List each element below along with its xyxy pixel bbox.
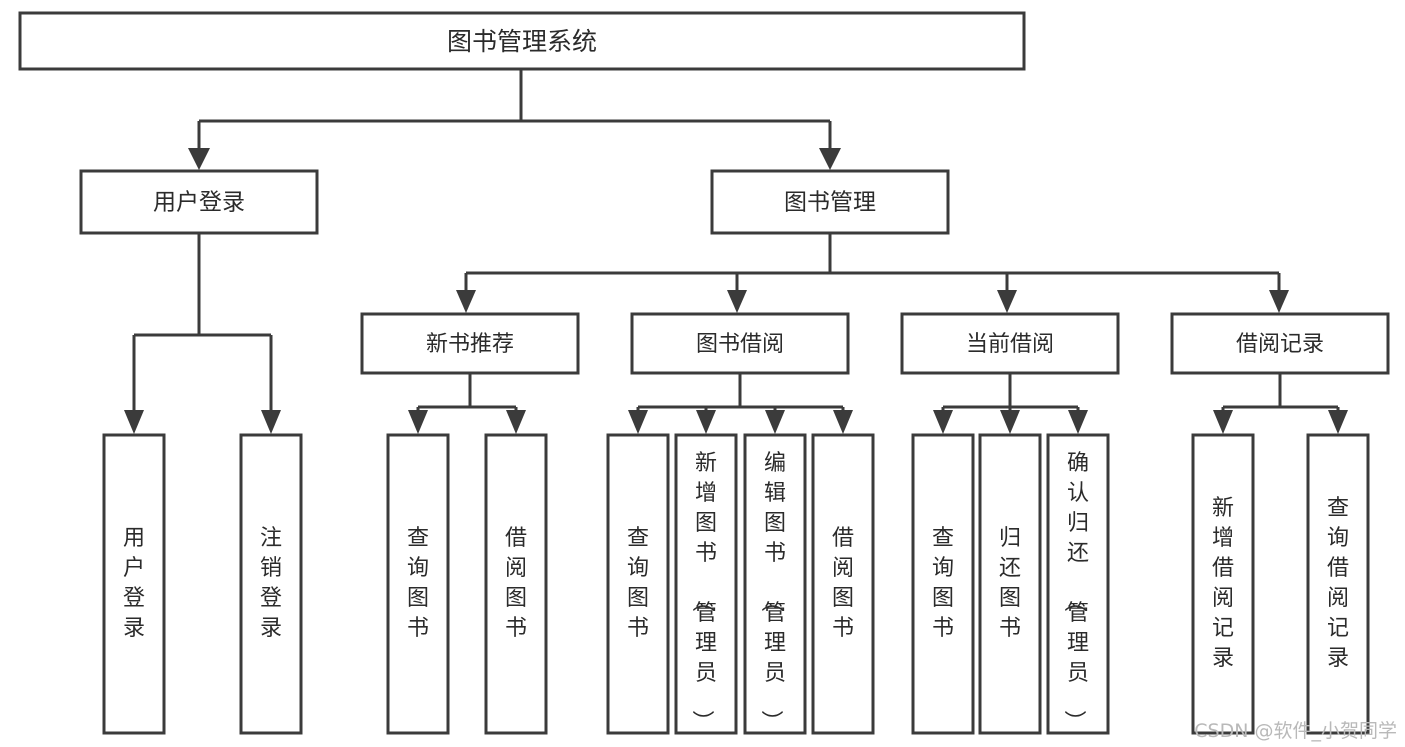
node-book-borrow-label: 图书借阅	[696, 332, 784, 357]
arrow-head-leaf-borrow-book-1	[506, 410, 526, 434]
arrow-head-leaf-return-book	[1000, 410, 1020, 434]
node-leaf-query-book-3-label: 查询图书	[932, 526, 954, 641]
node-new-book-rec-label: 新书推荐	[426, 332, 514, 357]
node-borrow-record[interactable]: 借阅记录	[1170, 312, 1390, 375]
connector-group-current-borrow	[933, 373, 1088, 434]
arrow-head-leaf-confirm-return	[1068, 410, 1088, 434]
connector-group-book-borrow	[628, 373, 853, 434]
node-leaf-add-record-box[interactable]	[1191, 433, 1255, 735]
node-leaf-borrow-book-1[interactable]: 借阅图书	[484, 433, 548, 735]
node-leaf-add-record-label: 新增借阅记录	[1212, 496, 1234, 671]
arrow-head-current-borrow	[997, 290, 1017, 313]
node-leaf-user-login[interactable]: 用户登录	[102, 433, 166, 735]
connector-group-user-login	[124, 233, 281, 434]
node-leaf-add-book-label: 新增图书（管理员）	[689, 451, 717, 732]
node-book-manage[interactable]: 图书管理	[710, 169, 950, 235]
node-book-borrow-box[interactable]	[630, 312, 850, 375]
node-current-borrow-label: 当前借阅	[966, 332, 1054, 357]
node-new-book-rec[interactable]: 新书推荐	[360, 312, 580, 375]
node-leaf-confirm-return[interactable]: 确认归还（管理员）	[1046, 433, 1110, 735]
connector-group-root	[188, 69, 841, 170]
arrow-head-leaf-edit-book	[765, 410, 785, 434]
node-leaf-logout[interactable]: 注销登录	[239, 433, 303, 735]
node-current-borrow-box[interactable]	[900, 312, 1120, 375]
node-new-book-rec-box[interactable]	[360, 312, 580, 375]
arrow-head-leaf-borrow-book-2	[833, 410, 853, 434]
arrow-head-book-borrow	[727, 290, 747, 313]
arrow-head-user-login	[188, 148, 210, 170]
node-leaf-borrow-book-1-box[interactable]	[484, 433, 548, 735]
arrow-head-borrow-record	[1269, 290, 1289, 313]
node-leaf-query-record[interactable]: 查询借阅记录	[1306, 433, 1370, 735]
node-book-manage-label: 图书管理	[784, 190, 876, 216]
node-leaf-add-book[interactable]: 新增图书（管理员）	[674, 433, 738, 735]
arrow-head-leaf-query-book-2	[628, 410, 648, 434]
node-leaf-query-record-label: 查询借阅记录	[1327, 496, 1349, 671]
node-leaf-query-book-3-box[interactable]	[911, 433, 975, 735]
node-user-login-box[interactable]	[79, 169, 319, 235]
node-leaf-borrow-book-2-box[interactable]	[811, 433, 875, 735]
node-leaf-return-book-label: 归还图书	[999, 526, 1021, 641]
node-leaf-query-record-box[interactable]	[1306, 433, 1370, 735]
node-leaf-query-book-1-label: 查询图书	[407, 526, 429, 641]
arrow-head-leaf-logout	[261, 410, 281, 434]
node-leaf-edit-book-label: 编辑图书（管理员）	[758, 451, 786, 732]
node-user-login-label: 用户登录	[153, 190, 245, 216]
node-leaf-query-book-2-box[interactable]	[606, 433, 670, 735]
node-leaf-user-login-box[interactable]	[102, 433, 166, 735]
arrow-head-leaf-add-book	[696, 410, 716, 434]
node-leaf-borrow-book-1-label: 借阅图书	[505, 526, 527, 641]
arrow-head-book-manage	[819, 148, 841, 170]
node-root-box[interactable]	[18, 11, 1026, 71]
node-root[interactable]: 图书管理系统	[18, 11, 1026, 71]
arrow-head-leaf-add-record	[1213, 410, 1233, 434]
node-root-label: 图书管理系统	[447, 27, 597, 56]
node-user-login[interactable]: 用户登录	[79, 169, 319, 235]
arrow-head-leaf-query-book-1	[408, 410, 428, 434]
node-leaf-confirm-return-box[interactable]	[1046, 433, 1110, 735]
connector-group-new-book-rec	[408, 373, 526, 434]
node-leaf-return-book[interactable]: 归还图书	[978, 433, 1042, 735]
arrow-head-leaf-user-login	[124, 410, 144, 434]
node-borrow-record-label: 借阅记录	[1236, 332, 1324, 357]
node-leaf-confirm-return-label: 确认归还（管理员）	[1061, 451, 1089, 732]
node-leaf-query-book-1[interactable]: 查询图书	[386, 433, 450, 735]
connector-group-borrow-record	[1213, 373, 1348, 434]
arrow-head-new-book-rec	[456, 290, 476, 313]
node-borrow-record-box[interactable]	[1170, 312, 1390, 375]
node-current-borrow[interactable]: 当前借阅	[900, 312, 1120, 375]
arrow-head-leaf-query-record	[1328, 410, 1348, 434]
node-leaf-query-book-2-label: 查询图书	[627, 526, 649, 641]
node-leaf-edit-book-box[interactable]	[743, 433, 807, 735]
node-leaf-query-book-2[interactable]: 查询图书	[606, 433, 670, 735]
node-leaf-logout-label: 注销登录	[260, 526, 282, 641]
node-leaf-user-login-label: 用户登录	[123, 526, 145, 641]
node-leaf-borrow-book-2[interactable]: 借阅图书	[811, 433, 875, 735]
arrow-head-leaf-query-book-3	[933, 410, 953, 434]
node-leaf-query-book-1-box[interactable]	[386, 433, 450, 735]
node-leaf-edit-book[interactable]: 编辑图书（管理员）	[743, 433, 807, 735]
node-leaf-add-record[interactable]: 新增借阅记录	[1191, 433, 1255, 735]
node-leaf-return-book-box[interactable]	[978, 433, 1042, 735]
node-book-manage-box[interactable]	[710, 169, 950, 235]
node-leaf-query-book-3[interactable]: 查询图书	[911, 433, 975, 735]
node-book-borrow[interactable]: 图书借阅	[630, 312, 850, 375]
node-leaf-borrow-book-2-label: 借阅图书	[832, 526, 854, 641]
node-leaf-logout-box[interactable]	[239, 433, 303, 735]
connector-group-book-manage	[456, 233, 1289, 313]
node-leaf-add-book-box[interactable]	[674, 433, 738, 735]
